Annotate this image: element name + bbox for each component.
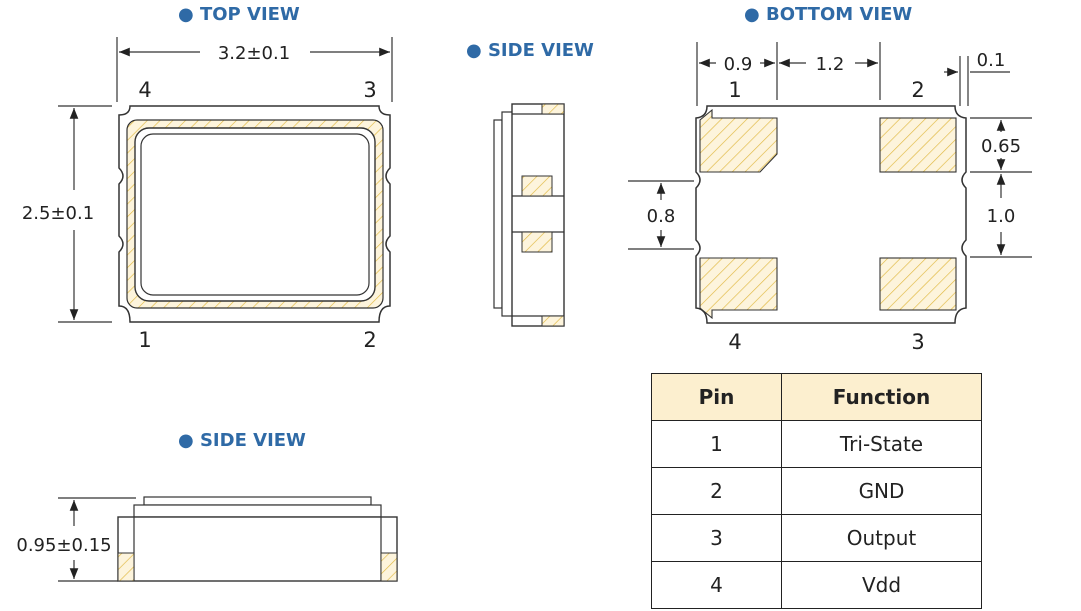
bottom-dim-a: 0.9 [724,54,753,75]
side-view-title-2: ● SIDE VIEW [178,430,306,451]
bottom-dim-d: 0.65 [981,136,1021,157]
bottom-pin-4-label: 4 [728,330,741,354]
table-row: 4 Vdd [651,561,982,609]
top-pin-3-label: 3 [363,78,376,102]
side-height-dim: 0.95±0.15 [16,535,111,556]
table-cell-pin: 3 [651,514,782,562]
top-lid-inner [140,133,370,296]
bottom-view-title: ● BOTTOM VIEW [744,4,912,25]
table-header-pin: Pin [651,373,782,421]
bottom-pad-3 [879,257,957,311]
table-cell-function: Vdd [781,561,982,609]
side-view-horizontal [117,496,398,582]
bottom-pad-2 [879,117,957,173]
table-header-function: Function [781,373,982,421]
table-cell-pin: 1 [651,420,782,468]
table-row: 2 GND [651,467,982,515]
side-view-vertical [493,103,565,327]
top-pin-1-label: 1 [138,328,151,352]
side-view-title-1: ● SIDE VIEW [466,40,594,61]
top-pin-2-label: 2 [363,328,376,352]
table-row: 3 Output [651,514,982,562]
table-cell-function: GND [781,467,982,515]
top-height-dim: 2.5±0.1 [22,203,94,224]
top-width-dim: 3.2±0.1 [218,43,290,64]
table-cell-pin: 2 [651,467,782,515]
bottom-pin-3-label: 3 [911,330,924,354]
bottom-pad-4 [699,257,778,320]
bottom-pin-1-label: 1 [728,78,741,102]
bottom-dim-f: 0.8 [647,206,676,227]
table-cell-function: Tri-State [781,420,982,468]
top-view-title: ● TOP VIEW [178,4,300,25]
table-cell-pin: 4 [651,561,782,609]
bottom-dim-b: 1.2 [816,54,845,75]
top-pin-4-label: 4 [138,78,151,102]
table-header-row: Pin Function [651,373,982,421]
table-cell-function: Output [781,514,982,562]
bottom-pin-2-label: 2 [911,78,924,102]
table-row: 1 Tri-State [651,420,982,468]
bottom-pad-1 [699,108,778,173]
pin-function-table: Pin Function 1 Tri-State 2 GND 3 Output … [651,373,982,609]
bottom-dim-e: 1.0 [987,206,1016,227]
bottom-dim-c: 0.1 [977,50,1006,71]
